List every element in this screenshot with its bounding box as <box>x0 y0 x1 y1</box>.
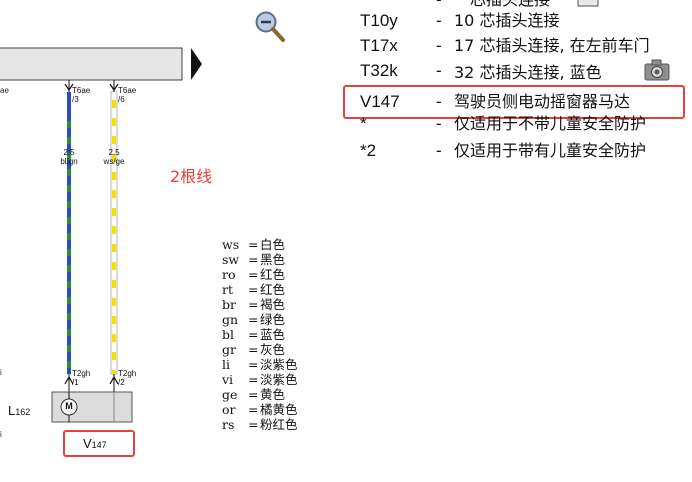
connector-label-left: T6ae /3 <box>72 86 91 104</box>
highlight-box-v147-diagram <box>63 430 135 457</box>
key-dash: - <box>436 114 442 133</box>
play-triangle-icon[interactable] <box>191 48 202 80</box>
legend-row: rs=粉红色 <box>222 417 298 432</box>
legend-row: gr=灰色 <box>222 342 286 357</box>
component-key-list: - 芯插头连接 T10y - 10 芯插头连接 T17x - 17 芯插头连接,… <box>0 0 692 160</box>
connector-label-right: T6ae /6 <box>118 86 137 104</box>
key-code: T17x <box>360 36 398 55</box>
wire-bl-gn <box>67 92 71 374</box>
wire-ws-ge <box>112 92 116 374</box>
legend-row: ws=白色 <box>222 237 286 252</box>
key-dash: - <box>436 141 442 160</box>
zoom-out-icon[interactable] <box>255 11 285 42</box>
key-code: T32k <box>360 61 398 80</box>
legend-row: or=橘黄色 <box>222 402 298 417</box>
legend-row: ro=红色 <box>222 267 286 282</box>
key-desc: 芯插头连接 <box>470 0 550 10</box>
key-dash: - <box>436 36 442 55</box>
bottom-connector-label-left: T2gh /1 <box>72 369 91 387</box>
color-legend: ws=白色 sw=黑色 ro=红色 rt=红色 br=褐色 gn=绿色 bl=蓝… <box>222 238 342 470</box>
legend-row: ge=黄色 <box>222 387 286 402</box>
wire-spec-right: 2.5 ws/ge <box>103 148 125 166</box>
legend-row: bl=蓝色 <box>222 327 286 342</box>
camera-icon[interactable] <box>644 59 670 81</box>
legend-row: vi=淡紫色 <box>222 372 298 387</box>
legend-row: gn=绿色 <box>222 312 286 327</box>
key-code: T10y <box>360 11 398 30</box>
document-icon[interactable] <box>577 0 599 7</box>
legend-row: sw=黑色 <box>222 252 286 267</box>
key-desc: 10 芯插头连接 <box>454 11 560 30</box>
key-desc: 17 芯插头连接, 在左前车门 <box>454 36 650 55</box>
wire-spec-left: 2.5 bl/gn <box>60 148 78 166</box>
motor-symbol-label: M <box>65 401 73 411</box>
left-edge-fragment-mid2: i <box>0 430 2 439</box>
key-code: * <box>360 114 367 133</box>
key-dash: - <box>436 92 442 111</box>
key-desc-v147: 驾驶员侧电动摇窗器马达 <box>454 92 631 111</box>
highlight-box-v147-key <box>343 85 685 119</box>
left-edge-fragment-mid1: i <box>0 368 2 377</box>
component-label-v147: V147 <box>83 436 107 451</box>
key-desc: 仅适用于不带儿童安全防护 <box>454 114 647 133</box>
key-code: *2 <box>360 141 377 160</box>
bottom-connector-label-right: T2gh /2 <box>118 369 137 387</box>
legend-row: br=褐色 <box>222 297 286 312</box>
key-dash: - <box>436 11 442 30</box>
key-desc: 32 芯插头连接, 蓝色 <box>454 63 602 82</box>
ground-bus-bar <box>0 47 183 81</box>
wire-bl-gn-upper <box>67 92 71 114</box>
legend-row: rt=红色 <box>222 282 286 297</box>
key-code-v147: V147 <box>360 92 400 111</box>
key-dash: - <box>436 61 442 80</box>
legend-row: li=淡紫色 <box>222 357 298 372</box>
key-dash: - <box>436 0 442 10</box>
key-desc: 仅适用于带有儿童安全防护 <box>454 141 647 160</box>
annotation-2-wires: 2根线 <box>170 167 213 186</box>
left-edge-fragment-top: ae <box>0 86 9 95</box>
lamp-label: L162 <box>8 403 31 418</box>
